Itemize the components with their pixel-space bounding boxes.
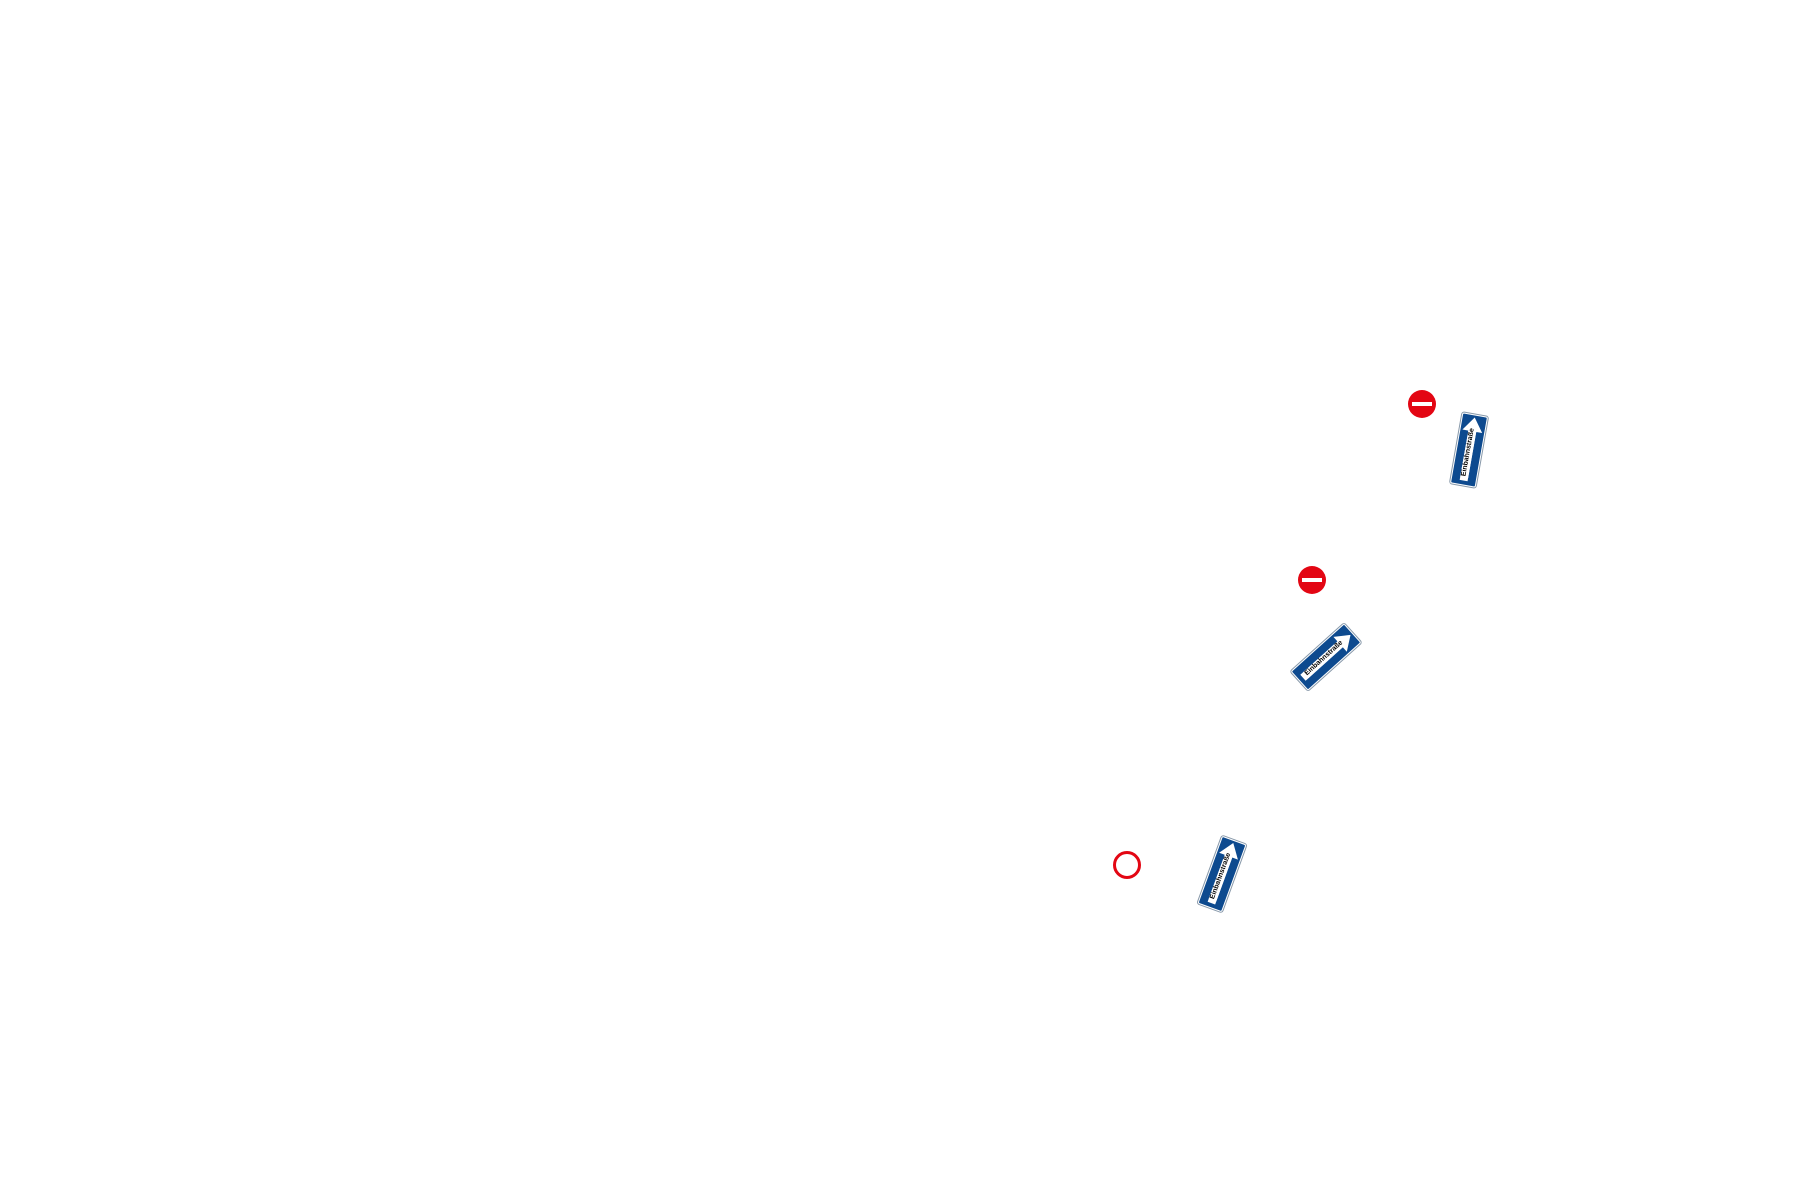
restriction-sign-icon[interactable] bbox=[1113, 851, 1141, 879]
no-entry-sign-icon[interactable] bbox=[1298, 566, 1326, 594]
one-way-sign-icon[interactable]: Einbahnstraße bbox=[1448, 411, 1490, 489]
one-way-sign-icon[interactable]: Einbahnstraße bbox=[1195, 834, 1249, 914]
one-way-sign-icon[interactable]: Einbahnstraße bbox=[1287, 622, 1365, 692]
no-entry-sign-icon[interactable] bbox=[1408, 390, 1436, 418]
